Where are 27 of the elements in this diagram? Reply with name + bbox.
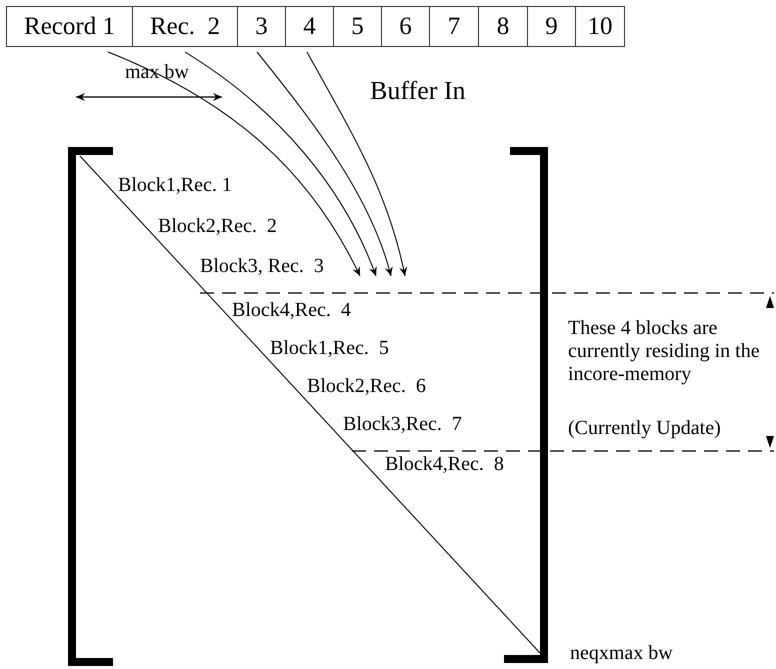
dimension-label: max bw bbox=[125, 61, 189, 84]
record-cell: 3 bbox=[237, 6, 286, 47]
block-label: Block2,Rec. 2 bbox=[158, 215, 277, 238]
arrow bbox=[108, 52, 360, 276]
record-cell: 4 bbox=[285, 6, 334, 47]
record-cell: 6 bbox=[381, 6, 430, 47]
block-label: Block3,Rec. 7 bbox=[343, 413, 462, 436]
record-cell: 9 bbox=[527, 6, 576, 47]
block-label: Block3, Rec. 3 bbox=[200, 255, 324, 278]
block-label: Block1,Rec. 5 bbox=[270, 337, 389, 360]
record-cell: 10 bbox=[575, 6, 625, 47]
arrow bbox=[256, 52, 392, 276]
arrow bbox=[306, 52, 407, 276]
block-label: Block1,Rec. 1 bbox=[118, 174, 232, 197]
arrow bbox=[184, 52, 376, 276]
block-label: Block2,Rec. 6 bbox=[307, 375, 426, 398]
note-text: (Currently Update) bbox=[568, 417, 721, 440]
block-label: Block4,Rec. 4 bbox=[232, 299, 351, 322]
record-cell: 5 bbox=[333, 6, 382, 47]
block-label: Block4,Rec. 8 bbox=[385, 453, 504, 476]
record-cell: 8 bbox=[478, 6, 528, 47]
record-cell: Rec. 2 bbox=[132, 6, 238, 47]
dimension-label: neqxmax bw bbox=[570, 642, 673, 665]
record-cell: Record 1 bbox=[6, 6, 133, 47]
note-text: These 4 blocks are currently residing in the incore-memory bbox=[568, 317, 761, 386]
label: Buffer In bbox=[370, 76, 466, 106]
record-cell: 7 bbox=[429, 6, 479, 47]
